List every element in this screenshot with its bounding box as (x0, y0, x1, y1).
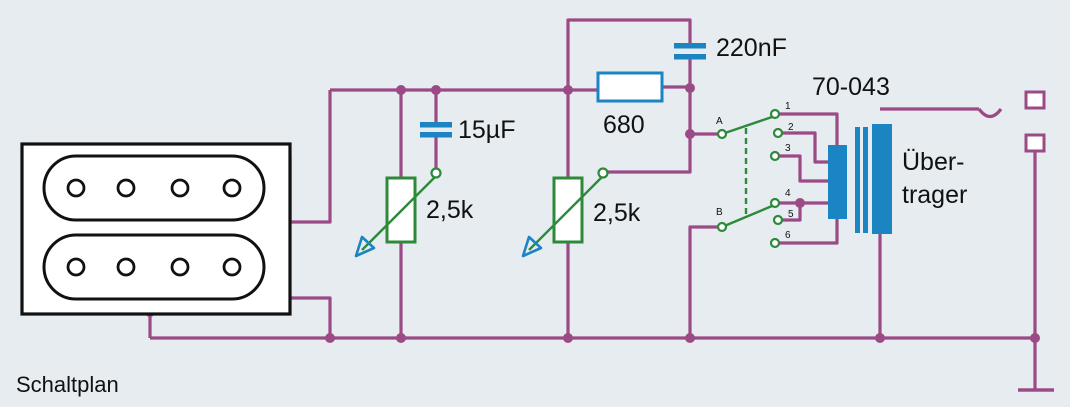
cap-top-lower (603, 57, 692, 174)
tap-label-1: 1 (785, 101, 791, 112)
transformer-id-label: 70-043 (812, 73, 890, 101)
tap2-wire (780, 131, 828, 164)
tap-label-6: 6 (785, 230, 791, 241)
output-jack-icon (977, 90, 1046, 153)
tap-label-3: 3 (785, 143, 791, 154)
tap-label-2: 2 (788, 122, 794, 133)
transformer-icon (828, 124, 892, 234)
cap-top-loop (566, 18, 692, 90)
transformer-label-line1: Über- (902, 148, 965, 176)
capacitor-15uf-icon (420, 122, 452, 138)
diagram-caption: Schaltplan (16, 372, 119, 397)
junction (563, 333, 573, 343)
potentiometer-right-icon (521, 167, 609, 258)
junction (685, 83, 695, 93)
tap3-wire (777, 154, 828, 183)
junction (685, 129, 695, 139)
potentiometer-left-icon (354, 167, 442, 258)
junction (685, 333, 695, 343)
wires (148, 18, 1054, 392)
humbucker-pickup-icon (20, 142, 292, 316)
transformer-label-line2: trager (902, 181, 967, 209)
capacitor-15uf-label: 15µF (458, 116, 515, 144)
tap1-wire (777, 112, 839, 148)
junction (396, 333, 406, 343)
junction (875, 333, 885, 343)
pot-right-label: 2,5k (593, 199, 641, 227)
tap-label-5: 5 (788, 209, 794, 220)
tap5-wire (780, 203, 802, 222)
tap-label-4: 4 (785, 188, 791, 199)
junction (396, 85, 406, 95)
junction (563, 85, 573, 95)
resistor-680-label: 680 (603, 111, 645, 139)
pot-left-label: 2,5k (426, 196, 474, 224)
rotary-switch-icon (716, 108, 784, 249)
capacitor-220nf-icon (674, 43, 706, 60)
switch-b-wire (688, 225, 722, 338)
resistor-680-icon (596, 71, 664, 103)
junction (431, 85, 441, 95)
capacitor-220nf-label: 220nF (716, 34, 787, 62)
junction (1030, 333, 1040, 343)
tap6-wire (777, 216, 839, 245)
junction (795, 198, 805, 208)
switch-b-label: B (716, 207, 723, 218)
junction (325, 333, 335, 343)
switch-a-label: A (716, 116, 723, 127)
